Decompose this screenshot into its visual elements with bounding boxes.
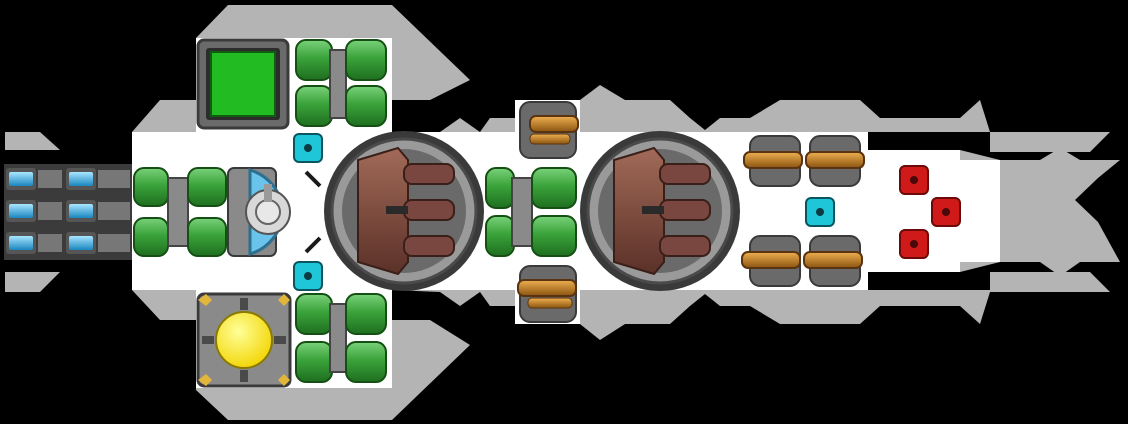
shield-room[interactable] [227,167,291,257]
fuel-tanks-mid [485,167,577,257]
fuel-tanks-bottom [295,293,387,383]
missile-launcher-icon [613,146,711,276]
missile-bay-2[interactable] [580,131,740,291]
door-cyan-top[interactable] [293,133,323,163]
door-icon [816,208,824,216]
turret-front-4[interactable] [803,235,863,287]
turret-front-1[interactable] [743,135,803,187]
reactor-room[interactable] [196,292,292,388]
fuel-tanks-rear [133,167,227,257]
reactor-core-icon [198,294,290,386]
turret-top-left[interactable] [519,101,579,159]
green-tank-icon [295,293,387,383]
door-icon [910,240,918,248]
turret-icon [517,279,577,309]
engine-bank[interactable] [4,164,132,260]
door-cyan-front[interactable] [805,197,835,227]
green-tank-icon [133,167,227,257]
turret-icon [529,115,579,145]
turret-front-3[interactable] [741,235,801,287]
turret-icon [805,151,865,169]
turret-bottom-left[interactable] [517,265,577,323]
door-red-2[interactable] [931,197,961,227]
turret-icon [741,251,801,269]
engine-thruster-icon [6,168,130,254]
green-tank-icon [295,39,387,127]
door-red-1[interactable] [899,165,929,195]
fuel-tanks-top [295,39,387,127]
missile-bay-1[interactable] [324,131,484,291]
turret-front-2[interactable] [805,135,865,187]
green-tank-icon [485,167,577,257]
oxygen-system-icon [210,51,276,117]
door-icon [942,208,950,216]
door-cyan-bottom[interactable] [293,261,323,291]
oxygen-room[interactable] [196,38,290,130]
missile-launcher-icon [357,146,455,276]
door-icon [304,144,312,152]
turret-icon [743,151,803,169]
door-icon [304,272,312,280]
door-red-3[interactable] [899,229,929,259]
door-seams [304,170,322,254]
turret-icon [803,251,863,269]
shield-system-icon [245,167,291,257]
door-icon [910,176,918,184]
